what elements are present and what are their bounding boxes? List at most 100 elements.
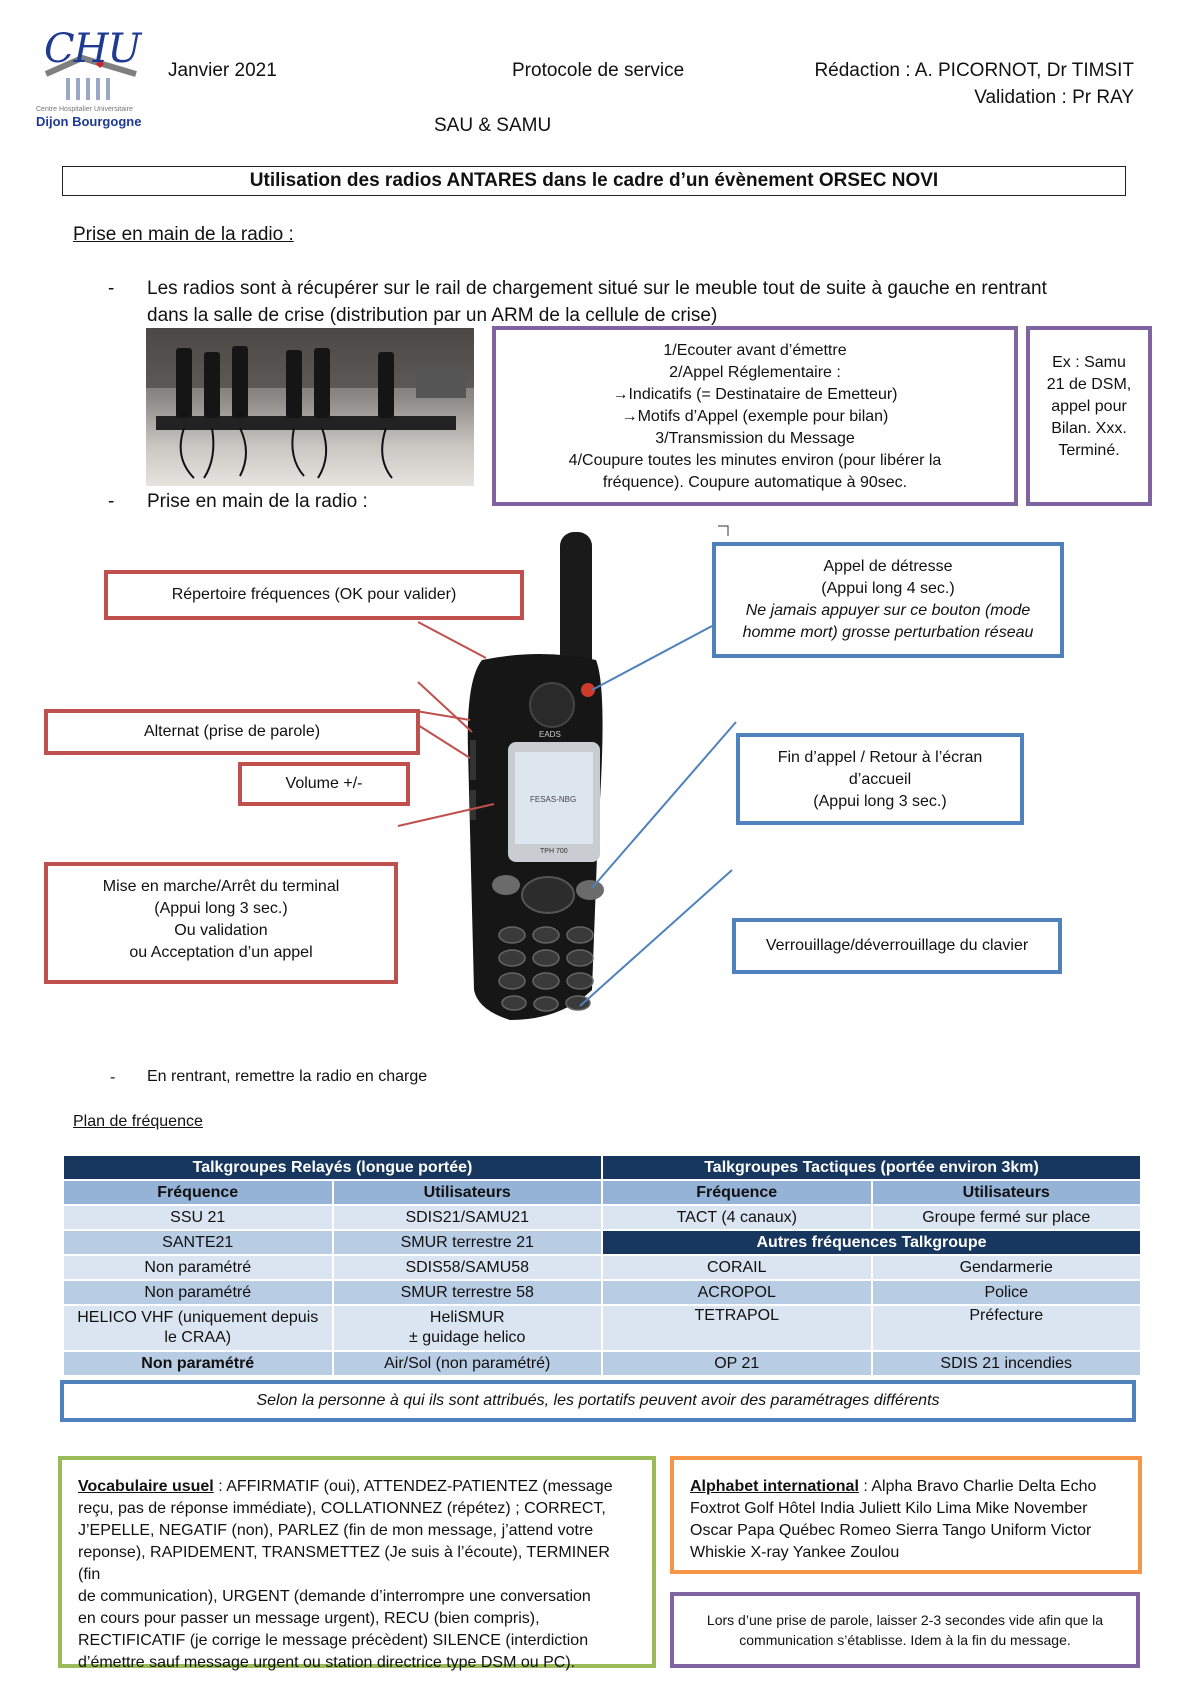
procedure-line6: 4/Coupure toutes les minutes environ (po… (568, 452, 942, 469)
side-ptt-button-icon (470, 740, 476, 780)
callout-detresse-line1: Appel de détresse (823, 558, 953, 575)
header-redaction: Rédaction : A. PICORNOT, Dr TIMSIT (814, 60, 1134, 81)
procedure-line2: 2/Appel Réglementaire : (669, 364, 841, 381)
callout-detresse: Appel de détresse (Appui long 4 sec.) Ne… (712, 542, 1064, 658)
frequency-table: Talkgroupes Relayés (longue portée) Talk… (62, 1154, 1142, 1377)
tactical-title: Talkgroupes Tactiques (portée environ 3k… (601, 1154, 1142, 1181)
radio-brand: EADS (539, 730, 561, 739)
callout-detresse-line2: (Appui long 4 sec.) (821, 580, 955, 597)
bullet-recuperation-line2: dans la salle de crise (distribution par… (147, 305, 718, 326)
table-row: Non paramétré SMUR terrestre 58 ACROPOL … (62, 1279, 1142, 1306)
tip-line2: communication s’établisse. Idem à la fin… (739, 1632, 1071, 1648)
other-freq-title: Autres fréquences Talkgroupe (601, 1229, 1142, 1256)
example-line2: 21 de DSM, (1046, 376, 1132, 393)
callout-marche-line2: (Appui long 3 sec.) (154, 900, 288, 917)
logo-line1: Centre Hospitalier Universitaire (36, 106, 133, 113)
alphabet-line1-text: : Alpha Bravo Charlie Delta Echo (858, 1478, 1097, 1495)
alphabet-title: Alphabet international (690, 1478, 859, 1495)
arrow-fin (591, 721, 737, 889)
vocab-line3: J’EPELLE, NEGATIF (non), PARLEZ (fin de … (78, 1522, 594, 1539)
plan-heading: Plan de fréquence (73, 1113, 203, 1130)
callout-marche: Mise en marche/Arrêt du terminal (Appui … (44, 862, 398, 984)
bullet-prise-en-main: Prise en main de la radio : (147, 491, 368, 512)
col-users-left: Utilisateurs (331, 1179, 603, 1206)
table-cell: SMUR terrestre 58 (331, 1279, 603, 1306)
table-cell: Non paramétré (62, 1279, 334, 1306)
example-line3: appel pour (1051, 398, 1127, 415)
callout-fin-line3: (Appui long 3 sec.) (813, 793, 947, 810)
right-soft-key-icon (576, 880, 604, 900)
table-cell: Non paramétré (62, 1254, 334, 1281)
vocab-line8: d’émettre sauf message urgent ou station… (78, 1654, 576, 1671)
callout-alternat: Alternat (prise de parole) (44, 709, 420, 755)
callout-marche-line3: Ou validation (174, 922, 268, 939)
arrow-detresse (591, 625, 713, 691)
table-cell: ACROPOL (601, 1279, 873, 1306)
page-title-box: Utilisation des radios ANTARES dans le c… (62, 166, 1126, 196)
table-cell: Groupe fermé sur place (870, 1204, 1142, 1231)
arrow-alternat (417, 681, 473, 733)
table-cell: SDIS21/SAMU21 (331, 1204, 603, 1231)
radio-diagram (397, 525, 737, 1020)
table-cell-line: le CRAA) (164, 1329, 232, 1346)
alphabet-line3: Oscar Papa Québec Romeo Sierra Tango Uni… (690, 1522, 1092, 1539)
tip-box: Lors d’une prise de parole, laisser 2-3 … (670, 1592, 1140, 1668)
example-line5: Terminé. (1058, 442, 1120, 459)
table-title-row: Talkgroupes Relayés (longue portée) Talk… (62, 1154, 1142, 1181)
arrow-verrou (579, 869, 733, 1007)
side-volume-button-icon (470, 790, 476, 820)
table-cell-line: HeliSMUR (429, 1309, 505, 1326)
table-row: Non paramétré SDIS58/SAMU58 CORAIL Genda… (62, 1254, 1142, 1281)
table-cell: Préfecture (870, 1304, 1142, 1352)
alphabet-box: Alphabet international : Alpha Bravo Cha… (670, 1456, 1142, 1574)
table-cell: OP 21 (601, 1350, 873, 1377)
vocab-line2: reçu, pas de réponse immédiate), COLLATI… (78, 1500, 606, 1517)
vocab-line4: reponse), RAPIDEMENT, TRANSMETTEZ (Je su… (78, 1544, 610, 1583)
vocab-box: Vocabulaire usuel : AFFIRMATIF (oui), AT… (58, 1456, 656, 1671)
table-cell: TETRAPOL (601, 1304, 873, 1352)
table-cell: Gendarmerie (870, 1254, 1142, 1281)
arrow-repertoire (417, 621, 487, 659)
table-cell: TACT (4 canaux) (601, 1204, 873, 1231)
section-heading: Prise en main de la radio : (73, 224, 294, 245)
example-line4: Bilan. Xxx. (1051, 420, 1127, 437)
vocab-line5: de communication), URGENT (demande d’int… (78, 1588, 591, 1605)
procedure-line1: 1/Ecouter avant d’émettre (663, 342, 847, 359)
radio-screen-text: FESAS-NBG (530, 795, 577, 804)
relayed-title: Talkgroupes Relayés (longue portée) (62, 1154, 603, 1181)
procedure-line3: →Indicatifs (= Destinataire de Emetteur) (612, 386, 898, 403)
callout-detresse-line4: homme mort) grosse perturbation réseau (742, 624, 1034, 641)
col-freq-right: Fréquence (601, 1179, 873, 1206)
callout-detresse-line3: Ne jamais appuyer sur ce bouton (mode (745, 602, 1031, 619)
table-cell: SDIS58/SAMU58 (331, 1254, 603, 1281)
procedure-line7: fréquence). Coupure automatique à 90sec. (602, 474, 908, 491)
vocab-line1: Vocabulaire usuel : AFFIRMATIF (oui), AT… (78, 1476, 636, 1498)
callout-volume: Volume +/- (238, 762, 410, 806)
procedure-box: 1/Ecouter avant d’émettre 2/Appel Réglem… (492, 326, 1018, 506)
logo-line2: Dijon Bourgogne (36, 114, 142, 129)
bullet-recuperation: Les radios sont à récupérer sur le rail … (147, 275, 1047, 329)
table-cell: SSU 21 (62, 1204, 334, 1231)
col-users-right: Utilisateurs (870, 1179, 1142, 1206)
table-cell: SDIS 21 incendies (870, 1350, 1142, 1377)
arrow-volume-b (409, 719, 471, 759)
callout-marche-line4: ou Acceptation d’un appel (129, 944, 313, 961)
left-soft-key-icon (492, 875, 520, 895)
table-note: Selon la personne à qui ils sont attribu… (256, 1392, 940, 1409)
table-cell-line: HELICO VHF (uniquement depuis (77, 1309, 319, 1326)
vocab-title: Vocabulaire usuel (78, 1478, 214, 1495)
vocab-line6: en cours pour passer un message urgent),… (78, 1610, 540, 1627)
table-cell: Police (870, 1279, 1142, 1306)
table-cell: HELICO VHF (uniquement depuis le CRAA) (62, 1304, 334, 1352)
arrow-marche (397, 803, 495, 827)
radio-model: TPH 700 (540, 848, 568, 855)
callout-fin-line2: d’accueil (848, 771, 912, 788)
table-cell: Non paramétré (62, 1350, 334, 1377)
table-cell: SANTE21 (62, 1229, 334, 1256)
keypad-icon (498, 926, 594, 1012)
table-cell: SMUR terrestre 21 (331, 1229, 603, 1256)
nav-pad-icon (521, 876, 575, 914)
callout-marche-line1: Mise en marche/Arrêt du terminal (102, 878, 340, 895)
bullet-recuperation-line1: Les radios sont à récupérer sur le rail … (147, 278, 1047, 299)
